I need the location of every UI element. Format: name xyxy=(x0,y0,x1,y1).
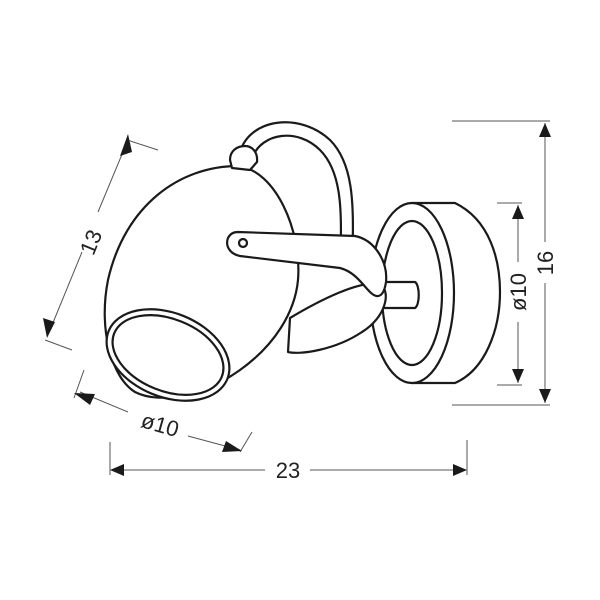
bracket-arm xyxy=(286,282,387,354)
dimension-label-shade-height: 13 xyxy=(75,226,107,258)
dimension-label-total-height: 16 xyxy=(533,251,558,275)
lamp-shade xyxy=(103,144,300,402)
dimension-total-height: 16 xyxy=(452,120,558,406)
strap xyxy=(226,230,388,298)
lamp-cable xyxy=(238,121,355,264)
dimension-label-total-depth: 23 xyxy=(276,458,300,483)
dimension-total-depth: 23 xyxy=(109,440,468,483)
dimension-label-base-diameter: ø10 xyxy=(506,273,531,311)
wall-base xyxy=(368,201,502,385)
dimension-base-diameter: ø10 xyxy=(497,202,531,386)
dimension-label-shade-diameter: ø10 xyxy=(138,408,181,442)
